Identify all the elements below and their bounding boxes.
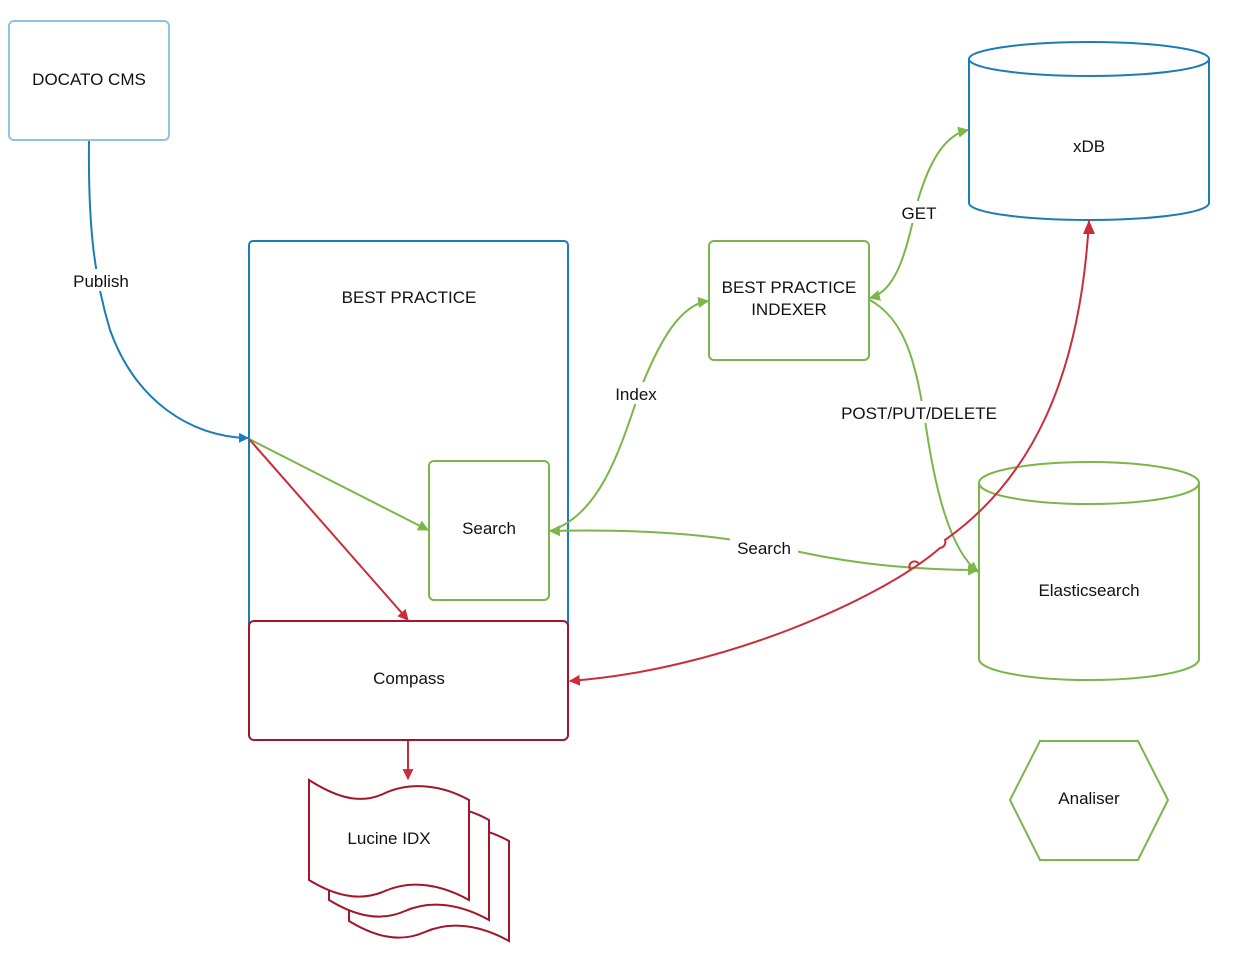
post-put-delete-label: POST/PUT/DELETE xyxy=(841,404,997,423)
index-label: Index xyxy=(615,385,657,404)
indexer-label-line2: INDEXER xyxy=(751,300,827,319)
best-practice-to-compass-connector[interactable] xyxy=(248,438,409,621)
best-practice-indexer-node[interactable]: BEST PRACTICE INDEXER xyxy=(708,240,870,361)
xdb-node[interactable]: xDB xyxy=(968,41,1210,221)
search-node[interactable]: Search xyxy=(428,460,550,601)
best-practice-label: BEST PRACTICE xyxy=(342,288,477,307)
elasticsearch-label: Elasticsearch xyxy=(1038,581,1139,600)
xdb-compass-connector[interactable] xyxy=(568,219,1090,686)
lucine-idx-label: Lucine IDX xyxy=(347,829,430,848)
compass-label: Compass xyxy=(373,669,445,688)
index-connector[interactable] xyxy=(549,296,710,532)
xdb-arrowhead xyxy=(1083,220,1095,234)
index-label-bg xyxy=(608,382,664,404)
post-put-delete-label-bg xyxy=(834,401,1004,423)
post-put-delete-connector[interactable] xyxy=(869,299,979,573)
line-hop xyxy=(908,560,920,570)
best-practice-to-search-connector[interactable] xyxy=(248,438,429,531)
compass-node[interactable]: Compass xyxy=(248,620,569,741)
analiser-node[interactable]: Analiser xyxy=(1008,740,1170,861)
search-label-bg xyxy=(730,537,798,559)
lucine-idx-node[interactable]: Lucine IDX xyxy=(308,778,510,943)
elasticsearch-node[interactable]: Elasticsearch xyxy=(978,461,1200,681)
xdb-label: xDB xyxy=(1073,137,1105,156)
search-connector[interactable] xyxy=(548,525,980,576)
publish-connector[interactable] xyxy=(87,140,249,443)
get-label-bg xyxy=(893,201,945,223)
search-node-label: Search xyxy=(462,519,516,538)
search-edge-label: Search xyxy=(737,539,791,558)
docato-cms-label: DOCATO CMS xyxy=(32,70,146,89)
publish-label-bg xyxy=(66,269,138,291)
publish-label: Publish xyxy=(73,272,129,291)
get-label: GET xyxy=(902,204,937,223)
get-connector[interactable] xyxy=(868,126,970,301)
docato-cms-node[interactable]: DOCATO CMS xyxy=(8,20,170,141)
analiser-label: Analiser xyxy=(1058,789,1120,808)
indexer-label-line1: BEST PRACTICE xyxy=(722,278,857,297)
